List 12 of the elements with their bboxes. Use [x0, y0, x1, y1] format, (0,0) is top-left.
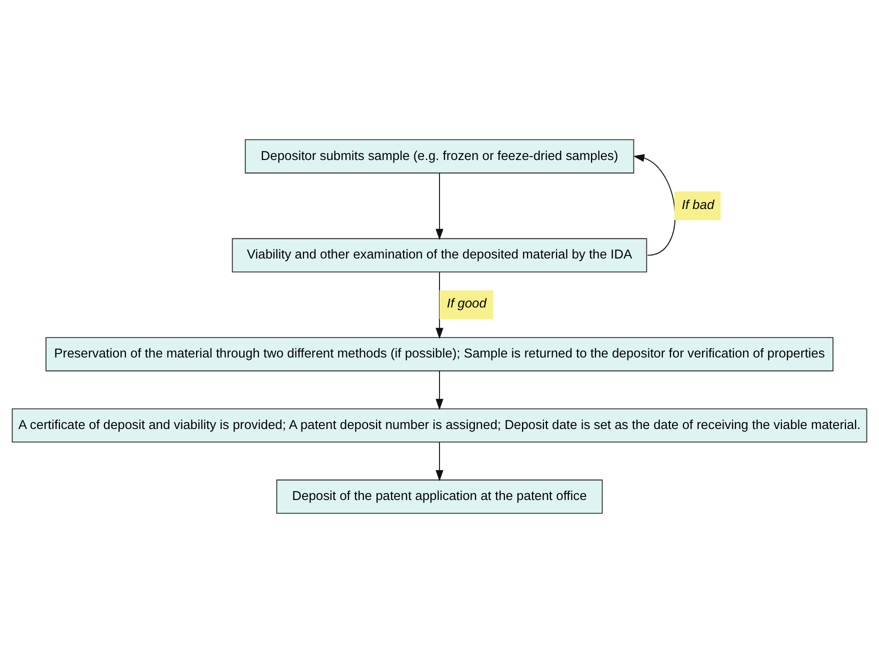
arrow — [436, 442, 444, 482]
arrow — [436, 370, 444, 410]
edge-label: If good — [446, 296, 486, 311]
arrow — [633, 154, 676, 256]
node-box: Preservation of the material through two different methods (if possible); Sample is returned to the depositor for verification of properties — [46, 337, 834, 372]
node-box: Depositor submits sample (e.g. frozen or feeze-dried samples) — [244, 139, 634, 174]
node-box: Viability and other examination of the deposited material by the IDA — [232, 238, 648, 272]
arrow — [436, 272, 444, 339]
node-box: A certificate of deposit and viability is provided; A patent deposit number is assigned; Deposit date is set as the date of receiving the viable material. — [12, 408, 868, 443]
edge-label: If bad — [682, 196, 714, 212]
node-box: Deposit of the patent application at the patent office — [276, 480, 603, 514]
arrow — [436, 172, 444, 240]
